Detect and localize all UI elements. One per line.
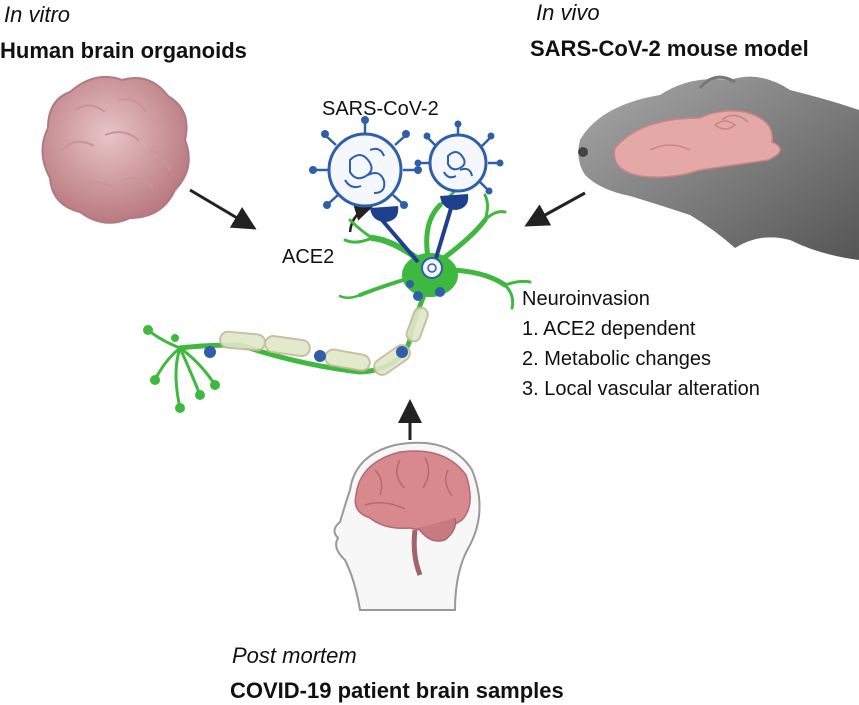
finding-item: 3. Local vascular alteration <box>522 378 760 400</box>
in-vivo-label: In vivo <box>536 0 600 25</box>
post-mortem-label: Post mortem <box>232 643 357 668</box>
human-head-illustration <box>333 441 481 611</box>
neuron-illustration <box>143 183 532 413</box>
finding-item: 1. ACE2 dependent <box>522 318 696 340</box>
arrow-from-organoid <box>189 188 257 230</box>
virus-particle <box>309 116 422 209</box>
post-mortem-title: COVID-19 patient brain samples <box>230 678 564 703</box>
arrow-from-mouse <box>524 191 586 227</box>
findings-heading: Neuroinvasion <box>522 288 650 310</box>
receptor-label: ACE2 <box>282 246 335 268</box>
in-vivo-title: SARS-CoV-2 mouse model <box>530 36 809 61</box>
organoid-illustration <box>41 76 190 224</box>
in-vitro-label: In vitro <box>4 2 71 27</box>
ace2-receptors <box>370 194 469 264</box>
virus-label: SARS-CoV-2 <box>322 98 439 120</box>
virus-small <box>421 257 443 279</box>
virus-dots <box>204 280 445 362</box>
in-vitro-title: Human brain organoids <box>0 38 247 63</box>
virus-particle <box>414 120 504 195</box>
mouse-illustration <box>578 75 859 261</box>
finding-item: 2. Metabolic changes <box>522 348 712 370</box>
